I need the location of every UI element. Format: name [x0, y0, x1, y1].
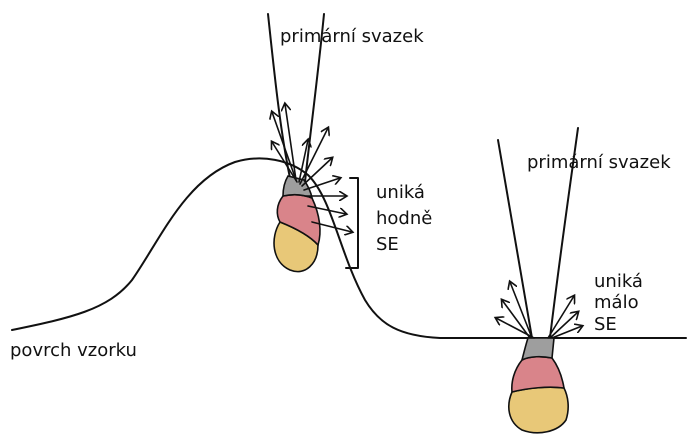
- label-escape-much-1: uniká: [376, 182, 425, 203]
- label-escape-much-3: SE: [376, 234, 399, 255]
- label-escape-little-2: málo: [594, 292, 639, 313]
- right-se-arrows: [496, 282, 582, 338]
- right-pink-zone: [512, 357, 564, 392]
- right-interaction-volume: [509, 338, 568, 433]
- label-beam-right: primární svazek: [527, 152, 671, 173]
- label-escape-little-3: SE: [594, 314, 617, 335]
- right-yellow-zone: [509, 387, 568, 433]
- escape-bracket: [346, 178, 358, 268]
- sample-surface-line: [12, 158, 686, 338]
- label-escape-much-2: hodně: [376, 208, 432, 229]
- label-escape-little-1: uniká: [594, 271, 643, 292]
- label-surface: povrch vzorku: [10, 340, 137, 361]
- left-interaction-volume: [274, 176, 320, 272]
- label-beam-left: primární svazek: [280, 26, 424, 47]
- right-grey-zone: [522, 338, 554, 360]
- left-grey-zone: [283, 176, 312, 198]
